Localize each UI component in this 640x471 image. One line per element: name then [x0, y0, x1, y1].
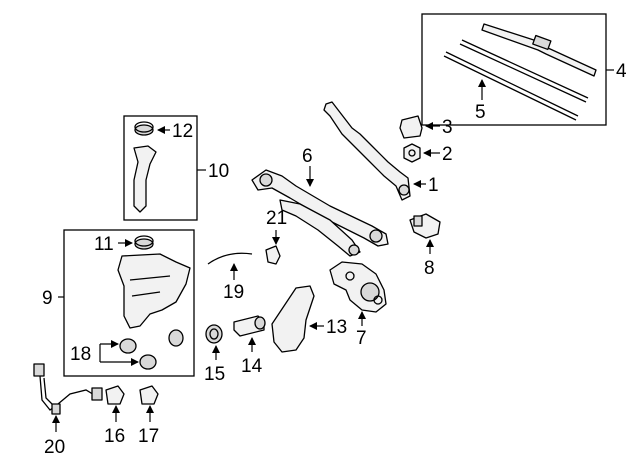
grommet — [119, 338, 157, 370]
callout-8: 8 — [424, 258, 435, 279]
washer-pump — [168, 329, 184, 347]
wiper-blade — [481, 23, 597, 77]
filler-neck-box — [123, 115, 198, 221]
callout-19: 19 — [223, 282, 244, 303]
callout-3: 3 — [442, 117, 453, 138]
motor-connector — [409, 213, 441, 239]
wiper-motor — [329, 261, 387, 313]
wiper-linkage — [251, 169, 389, 257]
callout-11: 11 — [94, 234, 114, 255]
callout-4: 4 — [616, 61, 627, 82]
cowl-seal — [271, 285, 315, 353]
filler-cap — [134, 121, 154, 136]
callout-16: 16 — [104, 426, 125, 447]
callout-18: 18 — [70, 344, 91, 365]
callout-6: 6 — [302, 146, 313, 167]
pivot-cap — [399, 115, 423, 139]
wiper-arm — [323, 101, 411, 201]
callout-9: 9 — [42, 288, 53, 309]
blade-refill — [443, 39, 589, 121]
callout-21: 21 — [266, 208, 287, 229]
hose-joint — [265, 245, 281, 265]
pump-connector — [233, 315, 266, 337]
pivot-nut — [403, 143, 421, 163]
pump-grommet — [205, 324, 223, 344]
callout-10: 10 — [208, 161, 229, 182]
callout-15: 15 — [204, 364, 225, 385]
callout-1: 1 — [428, 175, 439, 196]
callout-14: 14 — [241, 356, 263, 377]
clip-17 — [139, 385, 159, 405]
filler-neck — [133, 145, 157, 213]
reservoir-seal — [134, 235, 154, 250]
callout-5: 5 — [475, 102, 486, 123]
washer-reservoir — [117, 253, 191, 329]
reservoir-box — [63, 229, 195, 377]
callout-7: 7 — [356, 328, 367, 349]
callout-2: 2 — [442, 144, 453, 165]
callout-12: 12 — [172, 121, 193, 142]
callout-13: 13 — [326, 317, 347, 338]
callout-17: 17 — [138, 426, 159, 447]
wire-harness — [33, 363, 103, 415]
washer-hose — [207, 252, 253, 265]
callout-20: 20 — [44, 437, 65, 458]
clip-16 — [105, 385, 125, 405]
